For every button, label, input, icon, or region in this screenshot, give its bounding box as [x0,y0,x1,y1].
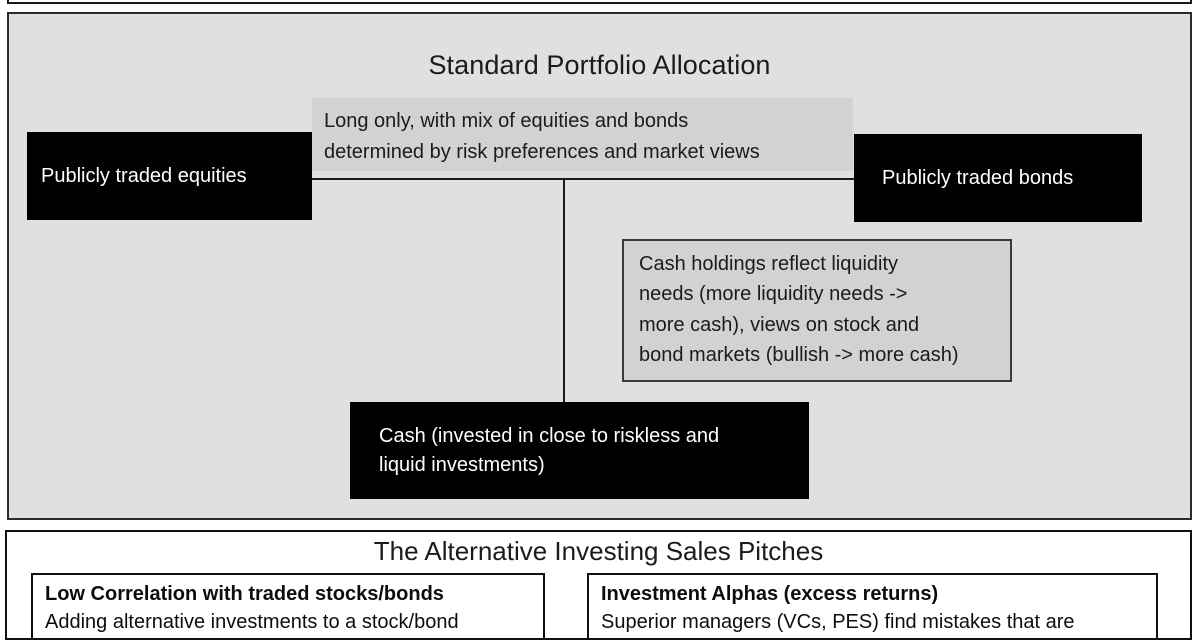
node-cash-label-line-2: liquid investments) [379,453,545,476]
callout-cash-note: Cash holdings reflect liquidity needs (m… [622,239,1012,382]
page-title: Standard Portfolio Allocation [428,50,771,80]
previous-panel-sliver [7,0,1192,4]
callout-allocation-note: Long only, with mix of equities and bond… [312,98,853,171]
node-cash-label-line-1: Cash (invested in close to riskless and [379,424,720,447]
node-cash: Cash (invested in close to riskless and … [350,402,809,499]
connector-vertical [563,178,565,404]
callout-allocation-line-1: Long only, with mix of equities and bond… [324,110,689,132]
pitch-card-body: Adding alternative investments to a stoc… [45,611,459,633]
pitch-card-heading: Low Correlation with traded stocks/bonds [45,583,444,605]
pitch-card-body: Superior managers (VCs, PES) find mistak… [601,611,1075,633]
alternative-investing-sales-pitches-panel: The Alternative Investing Sales Pitches … [5,530,1192,640]
node-bonds-label: Publicly traded bonds [882,166,1074,189]
pitch-card-low-correlation: Low Correlation with traded stocks/bonds… [31,573,545,638]
callout-allocation-line-2: determined by risk preferences and marke… [324,141,760,163]
callout-cash-line-1: Cash holdings reflect liquidity [639,253,899,275]
node-publicly-traded-bonds: Publicly traded bonds [854,134,1142,222]
pitches-title: The Alternative Investing Sales Pitches [373,536,824,566]
pitch-card-investment-alphas: Investment Alphas (excess returns) Super… [587,573,1158,638]
node-equities-label: Publicly traded equities [41,164,247,187]
pitch-card-heading: Investment Alphas (excess returns) [601,583,939,605]
callout-cash-line-2: needs (more liquidity needs -> [639,283,908,306]
callout-cash-line-4: bond markets (bullish -> more cash) [639,344,959,367]
connector-horizontal [305,178,861,180]
node-publicly-traded-equities: Publicly traded equities [27,132,312,220]
standard-portfolio-allocation-panel: Standard Portfolio Allocation Long only,… [7,12,1192,520]
callout-cash-line-3: more cash), views on stock and [639,313,920,336]
